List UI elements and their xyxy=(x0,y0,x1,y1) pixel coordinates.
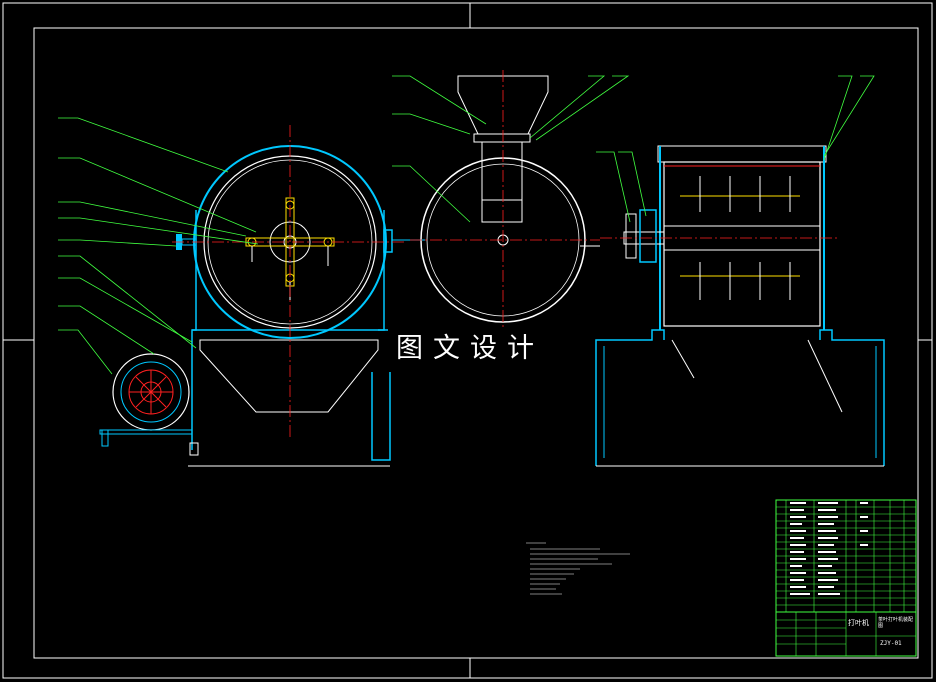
leader-lines xyxy=(58,75,875,375)
watermark-text: 图文设计 xyxy=(396,333,544,364)
drawing-subtitle: 茶叶打叶机装配图 xyxy=(878,617,914,629)
middle-view-drum xyxy=(392,70,600,330)
left-view-drum xyxy=(99,125,404,467)
drawing-name: 打叶机 xyxy=(848,619,869,627)
parts-list-table xyxy=(775,499,917,613)
right-view-drum xyxy=(595,145,885,467)
title-block xyxy=(775,611,917,657)
technical-notes xyxy=(526,542,630,595)
drawing-number: ZJY-01 xyxy=(880,640,902,647)
